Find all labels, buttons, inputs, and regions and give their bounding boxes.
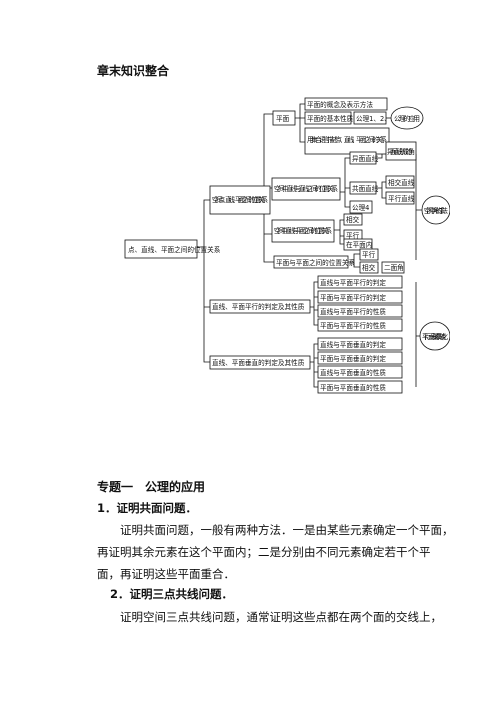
item1-title: 1．证明共面问题． <box>97 501 198 515</box>
par-item-4: 平面与平面平行的性质 <box>320 321 386 330</box>
item2-title: 2．证明三点共线问题． <box>110 587 234 601</box>
plane-plane-pos-node: 平面与平面之间的位置关系 <box>276 258 356 267</box>
lp-intersect-node: 相交 <box>346 215 360 224</box>
perp-item-1: 直线与平面垂直的判定 <box>320 340 386 349</box>
plane-concept-node: 平面的概念及表示方法 <box>307 100 373 109</box>
pp-intersect-node: 相交 <box>362 263 376 272</box>
perp-item-3: 直线与平面垂直的性质 <box>320 368 386 377</box>
intersect-lines-node: 相交直线 <box>388 178 415 187</box>
section-heading: 专题一 公理的应用 <box>97 480 206 494</box>
three-cases-node: 用集合语言描述点、直线、平面之间的关系 <box>307 135 387 144</box>
dihedral-node: 二面角 <box>384 263 404 272</box>
plane-node: 平面 <box>276 115 290 123</box>
branch-parallel-node: 直线、平面平行的判定及其性质 <box>212 302 305 311</box>
parallel-lines-node: 平行直线 <box>388 194 415 203</box>
line-plane-pos-node: 空间中直线与平面之间的位置关系 <box>274 226 332 235</box>
item2-text-a: 证明空间三点共线问题，通常证明这些点都在两个面的交线上， <box>120 610 442 624</box>
relation-node: 平行、垂直关系的转化 <box>422 332 448 341</box>
lp-parallel-node: 平行 <box>346 231 360 240</box>
lp-in-node: 在平面内 <box>346 240 372 249</box>
plane-axioms-node: 平面的基本性质 <box>307 114 354 123</box>
perp-item-4: 平面与平面垂直的性质 <box>320 383 386 392</box>
perp-item-2: 平面与平面垂直的判定 <box>320 354 386 363</box>
pp-parallel-node: 平行 <box>362 250 376 259</box>
item1-text-c: 面，再证明这些平面重合． <box>97 567 235 581</box>
branch-perp-node: 直线、平面垂直的判定及其性质 <box>212 358 305 367</box>
branch-space-node: 空间点、直线、平面之间的位置关系 <box>212 195 268 204</box>
axioms-123-node: 公理1、2、3 <box>356 115 395 123</box>
chapter-title: 章末知识整合 <box>97 64 170 78</box>
par-item-1: 直线与平面平行的判定 <box>320 278 386 287</box>
skew-node: 异面直线 <box>352 154 379 163</box>
coplanar-node: 共面直线 <box>352 184 379 193</box>
root-node: 点、直线、平面之间的位置关系 <box>128 245 221 254</box>
item1-text-b: 再证明其余元素在这个平面内；二是分别由不同元素确定若干个平 <box>97 545 431 559</box>
knowledge-tree-diagram: 点、直线、平面之间的位置关系 空间点、直线、平面之间的位置关系 直线、平面平行的… <box>124 97 450 394</box>
skew-angle-node: 异面直线所成的角 <box>387 147 415 156</box>
par-item-2: 平面与平面平行的判定 <box>320 293 386 302</box>
lines-pos-node: 空间中直线与直线之间的位置关系 <box>274 184 338 193</box>
axiom-app-node: 公理的应用 <box>394 114 420 123</box>
par-item-3: 直线与平面平行的性质 <box>320 307 386 316</box>
method-node: 空间中角的求法 <box>424 206 448 215</box>
axiom4-node: 公理4 <box>352 204 369 212</box>
item1-text-a: 证明共面问题，一般有两种方法．一是由某些元素确定一个平面， <box>120 523 454 537</box>
